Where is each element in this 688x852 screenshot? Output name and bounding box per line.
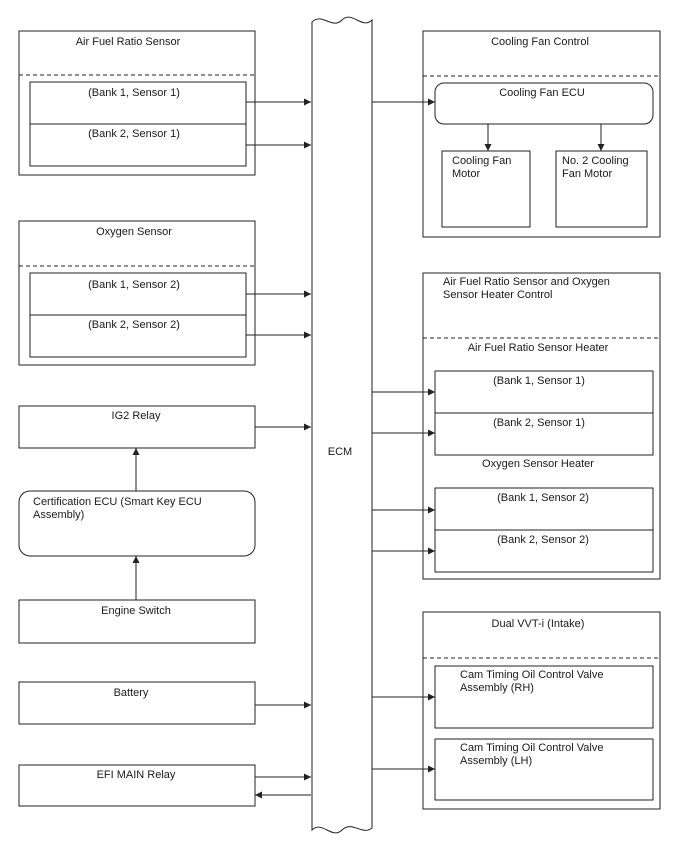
af-sensor-bank2-label: (Bank 2, Sensor 1) [88,128,180,140]
heater-control-title-line1: Air Fuel Ratio Sensor and Oxygen [443,276,610,288]
certification-ecu-label-line1: Certification ECU (Smart Key ECU [33,496,202,508]
no2-cooling-fan-motor-box [555,150,648,228]
ocv-lh-label-line2: Assembly (LH) [460,755,532,767]
af-sensor-bank1-label: (Bank 1, Sensor 1) [88,87,180,99]
cooling-fan-motor-label-line2: Motor [452,168,480,180]
heater-control-group: Air Fuel Ratio Sensor and Oxygen Sensor … [422,272,661,580]
efi-main-relay-box [18,764,256,807]
battery-box [18,681,256,725]
cooling-fan-ecu-label: Cooling Fan ECU [499,87,585,99]
af-sensor-bank1 [29,81,247,125]
o2-sensor-bank1-label: (Bank 1, Sensor 2) [88,279,180,291]
o2-heater-bank2-label: (Bank 2, Sensor 2) [497,534,589,546]
cooling-fan-motor-label-line1: Cooling Fan [452,155,511,167]
engine-switch-box [18,599,256,644]
ocv-rh-label-line2: Assembly (RH) [460,682,534,694]
o2-heater-bank2 [434,529,654,573]
af-heater-bank1-label: (Bank 1, Sensor 1) [493,375,585,387]
o2-sensor-group: Oxygen Sensor (Bank 1, Sensor 2) (Bank 2… [18,220,256,366]
ecm-bar: ECM [311,16,373,834]
no2-cooling-fan-motor-label-line2: Fan Motor [562,168,612,180]
ig2-relay-box [18,405,256,449]
ecm-label: ECM [328,446,352,458]
ig2-relay-label: IG2 Relay [112,410,161,422]
o2-sensor-title: Oxygen Sensor [96,226,172,238]
cooling-fan-group: Cooling Fan Control Cooling Fan ECU Cool… [422,30,661,238]
cooling-fan-ecu-box [434,82,654,125]
af-heater-bank2 [434,412,654,456]
efi-main-relay-label: EFI MAIN Relay [97,769,176,781]
cooling-fan-title: Cooling Fan Control [491,36,589,48]
o2-sensor-bank2 [29,314,247,358]
o2-heater-bank1-label: (Bank 1, Sensor 2) [497,492,589,504]
certification-ecu-label-line2: Assembly) [33,509,84,521]
vvt-title: Dual VVT-i (Intake) [492,618,585,630]
o2-sensor-bank2-label: (Bank 2, Sensor 2) [88,319,180,331]
heater-control-title-line2: Sensor Heater Control [443,289,552,301]
engine-switch-label: Engine Switch [101,605,171,617]
ocv-rh-box [434,665,654,729]
af-sensor-title: Air Fuel Ratio Sensor [76,36,181,48]
af-sensor-group: Air Fuel Ratio Sensor (Bank 1, Sensor 1)… [18,30,256,176]
af-heater-title: Air Fuel Ratio Sensor Heater [468,342,609,354]
o2-sensor-bank1 [29,272,247,316]
cooling-fan-motor-box [441,150,531,228]
ocv-rh-label-line1: Cam Timing Oil Control Valve [460,669,603,681]
vvt-group: Dual VVT-i (Intake) Cam Timing Oil Contr… [422,611,661,810]
o2-heater-bank1 [434,487,654,531]
o2-heater-title: Oxygen Sensor Heater [482,458,594,470]
af-heater-bank2-label: (Bank 2, Sensor 1) [493,417,585,429]
no2-cooling-fan-motor-label-line1: No. 2 Cooling [562,155,629,167]
ocv-lh-label-line1: Cam Timing Oil Control Valve [460,742,603,754]
battery-label: Battery [114,687,149,699]
